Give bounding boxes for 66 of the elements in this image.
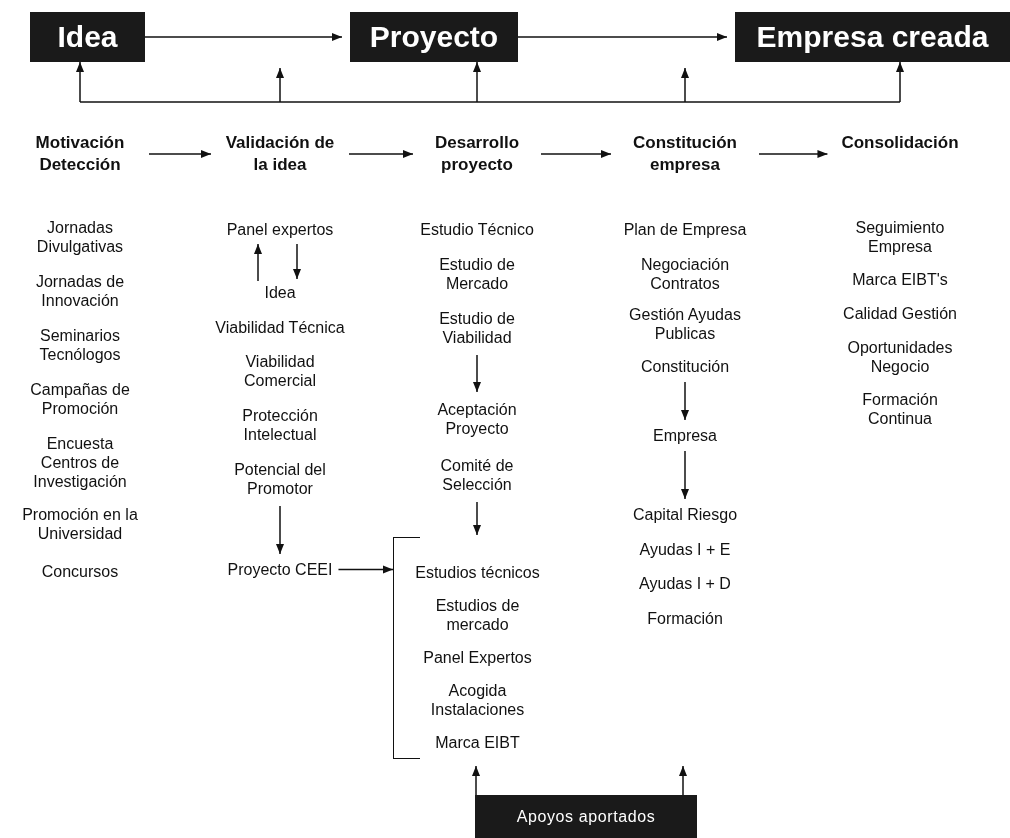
stage-box: Proyecto (350, 12, 518, 62)
arrow (681, 450, 689, 500)
list-item-text: Estudios de mercado (434, 596, 521, 634)
arrow (76, 61, 84, 103)
stage-box: Idea (30, 12, 145, 62)
arrow (337, 565, 394, 574)
arrow (896, 61, 904, 103)
step-text: Negociación Contratos (639, 255, 731, 293)
step-text: Concursos (41, 562, 119, 581)
arrow (148, 150, 212, 158)
step-text: Promoción en la Universidad (21, 505, 139, 543)
step-text: Constitución (641, 357, 729, 376)
stage-heading: Desarrollo proyecto (427, 132, 527, 176)
list-item-text: Marca EIBT (435, 733, 520, 752)
step-text: Campañas de Promoción (29, 380, 131, 418)
step-text: Estudio de Mercado (438, 255, 516, 293)
step-text: Potencial del Promotor (225, 460, 335, 498)
arrow (472, 765, 480, 796)
step-text: Calidad Gestión (843, 304, 957, 323)
step-text: Empresa (653, 426, 717, 445)
step-text: Protección Intelectual (241, 406, 319, 444)
stage-box: Empresa creada (735, 12, 1010, 62)
list-item-text: Estudios técnicos (415, 563, 540, 582)
arrow (540, 150, 612, 158)
list-item-text: Acogida Instalaciones (429, 681, 526, 719)
step-text: Formación (647, 609, 723, 628)
step-text: Proyecto CEEI (227, 560, 333, 579)
step-text: Formación Continua (861, 390, 939, 428)
step-text: Ayudas I + E (639, 540, 731, 559)
step-text: Seminarios Tecnólogos (38, 326, 122, 364)
step-text: Estudio Técnico (420, 220, 534, 239)
step-text: Aceptación Proyecto (427, 400, 527, 438)
arrow (348, 150, 414, 158)
arrow (144, 33, 343, 41)
step-text: Viabilidad Comercial (243, 352, 317, 390)
step-text: Oportunidades Negocio (846, 338, 954, 376)
stage-heading: Constitución empresa (625, 132, 745, 176)
step-text: Encuesta Centros de Investigación (32, 434, 128, 491)
arrow (276, 505, 284, 555)
arrow (473, 501, 481, 536)
step-text: Comité de Selección (427, 456, 527, 494)
step-text: Viabilidad Técnica (215, 318, 345, 337)
arrow (293, 243, 301, 280)
step-text: Gestión Ayudas Publicas (628, 305, 742, 343)
step-text: Seguimiento Empresa (854, 218, 946, 256)
step-text: Ayudas I + D (639, 574, 731, 593)
arrow (679, 765, 687, 796)
arrow (254, 243, 262, 282)
step-text: Capital Riesgo (632, 505, 738, 524)
stage-heading: Consolidación (841, 132, 959, 154)
step-text: Panel expertos (226, 220, 334, 239)
arrow (758, 150, 829, 158)
step-text: Marca EIBT's (852, 270, 948, 289)
arrow (473, 354, 481, 393)
arrow (517, 33, 728, 41)
step-text: Idea (264, 283, 296, 302)
step-text: Estudio de Viabilidad (427, 309, 527, 347)
step-text: Plan de Empresa (623, 220, 747, 239)
list-item-text: Panel Expertos (423, 648, 532, 667)
support-box: Apoyos aportados (475, 795, 697, 838)
stage-heading: Motivación Detección (25, 132, 135, 176)
arrow (681, 381, 689, 421)
step-text: Jornadas de Innovación (34, 272, 126, 310)
step-text: Jornadas Divulgativas (35, 218, 125, 256)
stage-heading: Validación de la idea (225, 132, 335, 176)
arrow (473, 61, 481, 103)
